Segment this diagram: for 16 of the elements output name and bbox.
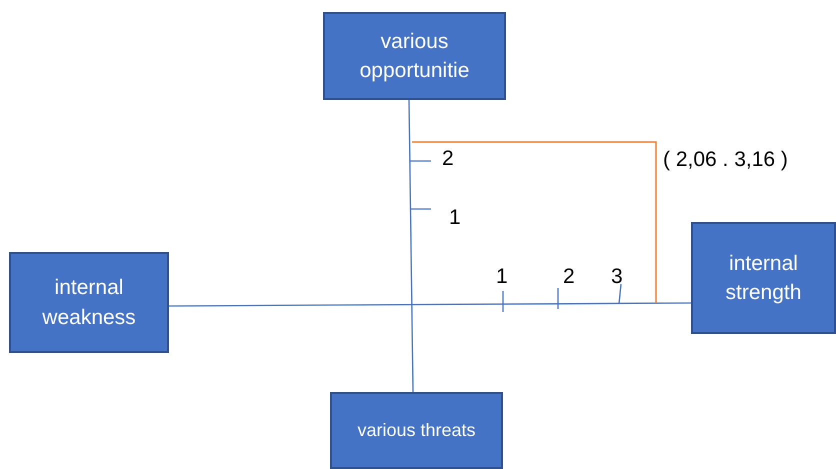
category-box <box>323 12 506 100</box>
category-box <box>691 222 836 334</box>
tick-label: 2 <box>442 148 454 169</box>
tick-label: 3 <box>611 266 623 287</box>
box-label: internal strength <box>724 250 802 306</box>
category-box <box>330 392 503 469</box>
tick-label: 2 <box>563 266 575 287</box>
box-label: various opportunitie <box>358 28 470 84</box>
axis-line <box>169 302 691 307</box>
box-label: various threats <box>357 418 476 442</box>
tick-label: 1 <box>449 207 461 228</box>
box-label: internal weakness <box>41 275 137 330</box>
tick-label: 1 <box>496 266 508 287</box>
axis-line <box>408 100 414 392</box>
coordinate-label: ( 2,06 . 3,16 ) <box>663 149 788 170</box>
category-box <box>9 252 169 353</box>
